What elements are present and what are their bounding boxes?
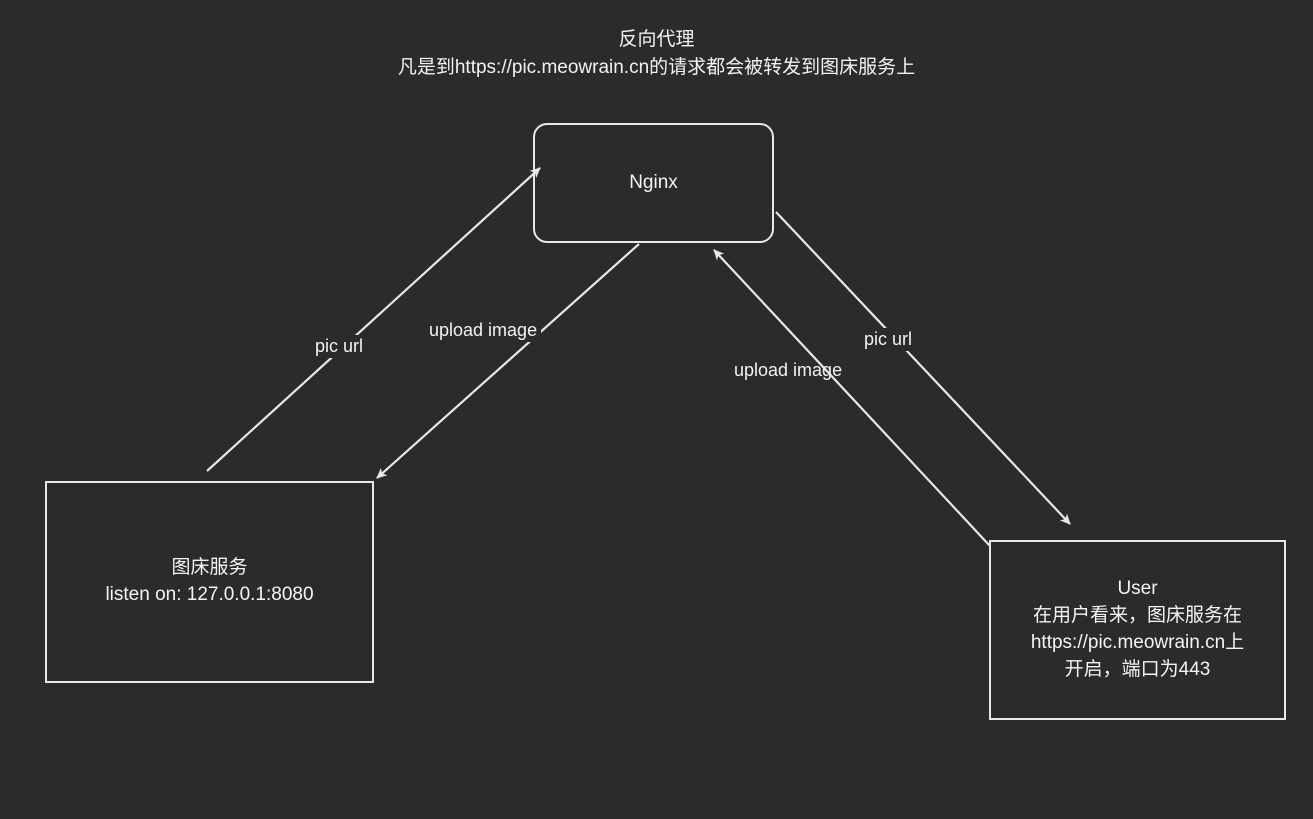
node-nginx-label: Nginx bbox=[629, 171, 678, 193]
node-nginx[interactable]: Nginx bbox=[533, 123, 774, 243]
node-user-desc-line-1: 在用户看来，图床服务在 bbox=[1032, 605, 1242, 627]
node-image-host-listen: listen on: 127.0.0.1:8080 bbox=[105, 584, 314, 605]
edge-label-user-to-nginx: upload image bbox=[734, 360, 843, 380]
edge-label-nginx-to-imagehost: upload image bbox=[425, 319, 542, 342]
title-line-2: 凡是到https://pic.meowrain.cn的请求都会被转发到图床服务上 bbox=[397, 56, 916, 78]
edge-user-to-nginx bbox=[713, 249, 991, 547]
node-user-desc-line-3: 开启，端口为443 bbox=[1064, 658, 1211, 680]
edge-label-imagehost-to-nginx: pic url bbox=[311, 335, 368, 358]
node-image-host-title: 图床服务 bbox=[171, 557, 248, 579]
edge-nginx-to-imagehost bbox=[376, 243, 640, 479]
edge-label-nginx-to-user: pic url bbox=[860, 328, 917, 351]
node-user[interactable]: User 在用户看来，图床服务在 https://pic.meowrain.cn… bbox=[989, 540, 1286, 720]
node-image-host-service[interactable]: 图床服务 listen on: 127.0.0.1:8080 bbox=[45, 481, 374, 683]
node-user-desc-line-2: https://pic.meowrain.cn上 bbox=[1030, 632, 1245, 653]
node-user-title: User bbox=[1117, 578, 1158, 600]
title-line-1: 反向代理 bbox=[618, 29, 695, 50]
diagram-title: 反向代理 凡是到https://pic.meowrain.cn的请求都会被转发到… bbox=[0, 26, 1313, 81]
